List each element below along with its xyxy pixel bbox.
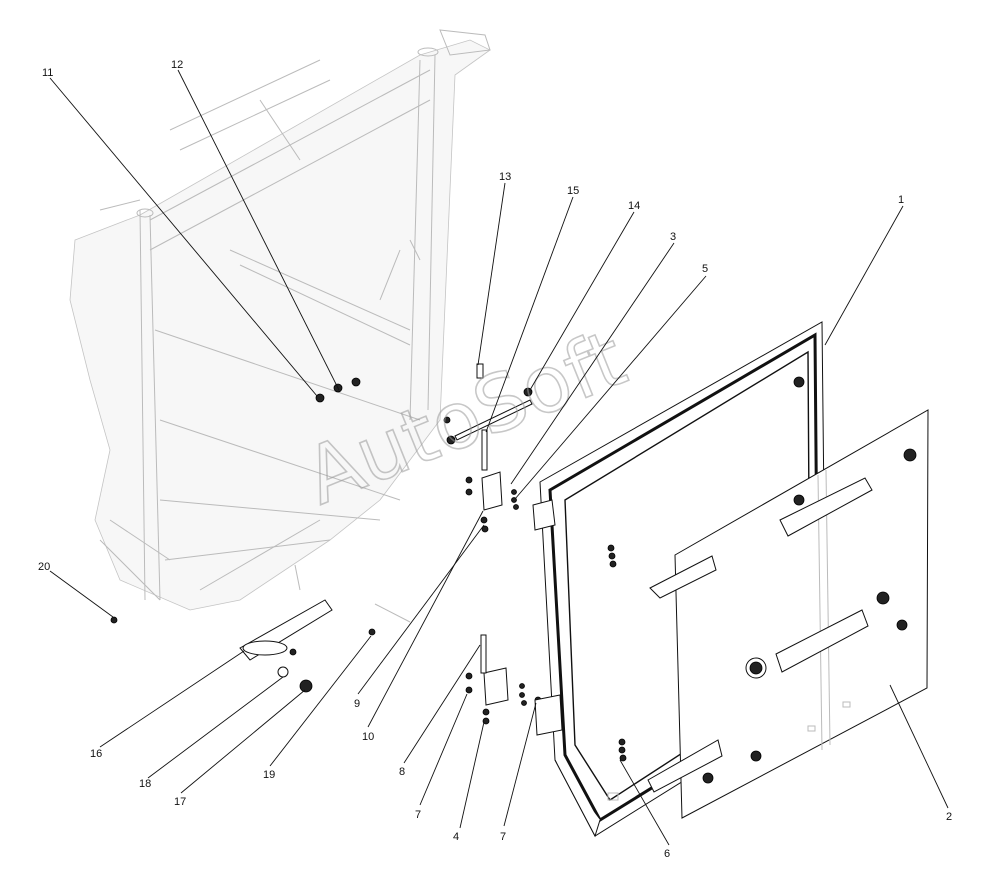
label-4: 4 [453,831,459,843]
label-11: 11 [42,67,53,79]
label-13: 13 [499,171,511,183]
label-16: 16 [90,748,102,760]
label-5: 5 [702,263,708,275]
callout-labels: 1 2 3 4 5 6 7 7 8 9 10 11 12 13 14 15 16… [38,59,952,860]
label-8: 8 [399,766,405,778]
label-7b: 7 [500,831,506,843]
label-19: 19 [263,769,275,781]
label-15: 15 [567,185,579,197]
cab-frame [69,29,491,611]
door-panel [647,376,929,819]
label-1: 1 [898,194,904,206]
label-6: 6 [664,848,670,860]
leader-lines [49,69,949,846]
label-12: 12 [171,59,183,71]
hinge-hardware [110,363,627,762]
label-14: 14 [628,200,640,212]
label-9: 9 [354,698,360,710]
label-10: 10 [362,731,374,743]
label-20: 20 [38,561,50,573]
label-17: 17 [174,796,186,808]
label-18: 18 [139,778,151,790]
label-2: 2 [946,811,952,823]
label-3: 3 [670,231,676,243]
label-7a: 7 [415,809,421,821]
